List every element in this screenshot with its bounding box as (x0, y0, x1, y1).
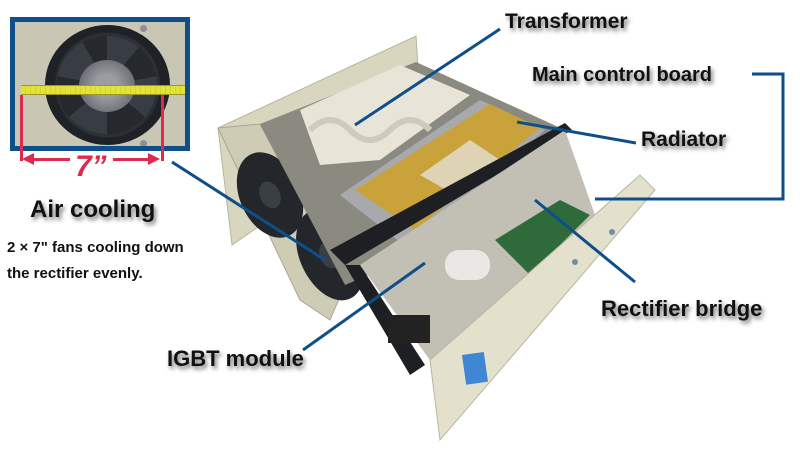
measure-left-tick (20, 95, 23, 161)
air-cooling-description-2: the rectifier evenly. (7, 265, 143, 282)
igbt-module-label: IGBT module (167, 346, 304, 371)
arrow-left-icon (22, 153, 34, 165)
air-cooling-description-1: 2 × 7" fans cooling down (7, 239, 184, 256)
fan-inset-photo (10, 17, 190, 151)
measuring-tape (21, 85, 185, 95)
measure-line-right (113, 158, 149, 161)
screw-icon (140, 25, 147, 32)
arrow-right-icon (148, 153, 160, 165)
transformer-label: Transformer (505, 10, 628, 33)
measurement-label: 7” (75, 150, 107, 183)
radiator-label: Radiator (641, 128, 727, 151)
measure-right-tick (161, 95, 164, 161)
rectifier-bridge-label: Rectifier bridge (601, 296, 763, 321)
air-cooling-title: Air cooling (30, 196, 156, 223)
measure-line-left (32, 158, 70, 161)
screw-icon (140, 140, 147, 146)
main-control-board-label: Main control board (532, 64, 712, 86)
